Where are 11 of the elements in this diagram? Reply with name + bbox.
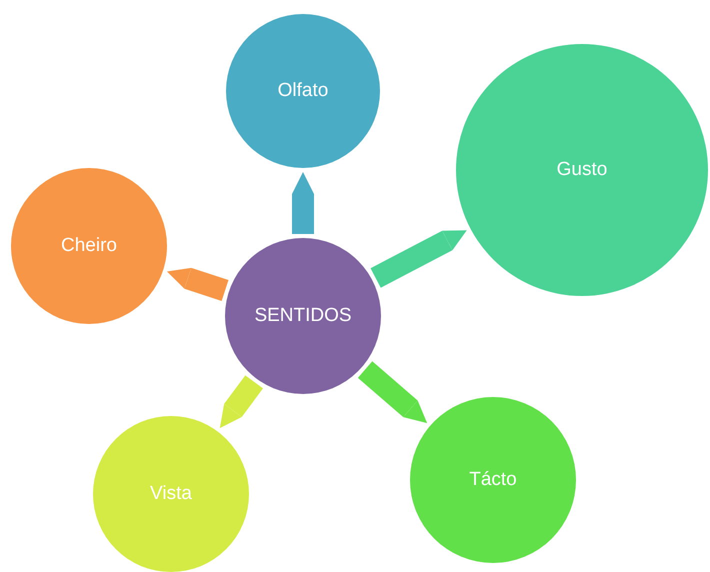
node-label: Gusto [556,159,608,181]
node-label: Tácto [469,469,517,491]
block-arrow [166,268,228,301]
node-label: Cheiro [61,235,117,257]
block-arrow [358,361,428,424]
block-arrow [220,375,263,428]
block-arrow [370,230,467,288]
node-label: SENTIDOS [254,305,352,327]
block-arrow [292,172,314,234]
node-label: Olfato [278,80,328,102]
node-label: Vista [150,483,192,505]
